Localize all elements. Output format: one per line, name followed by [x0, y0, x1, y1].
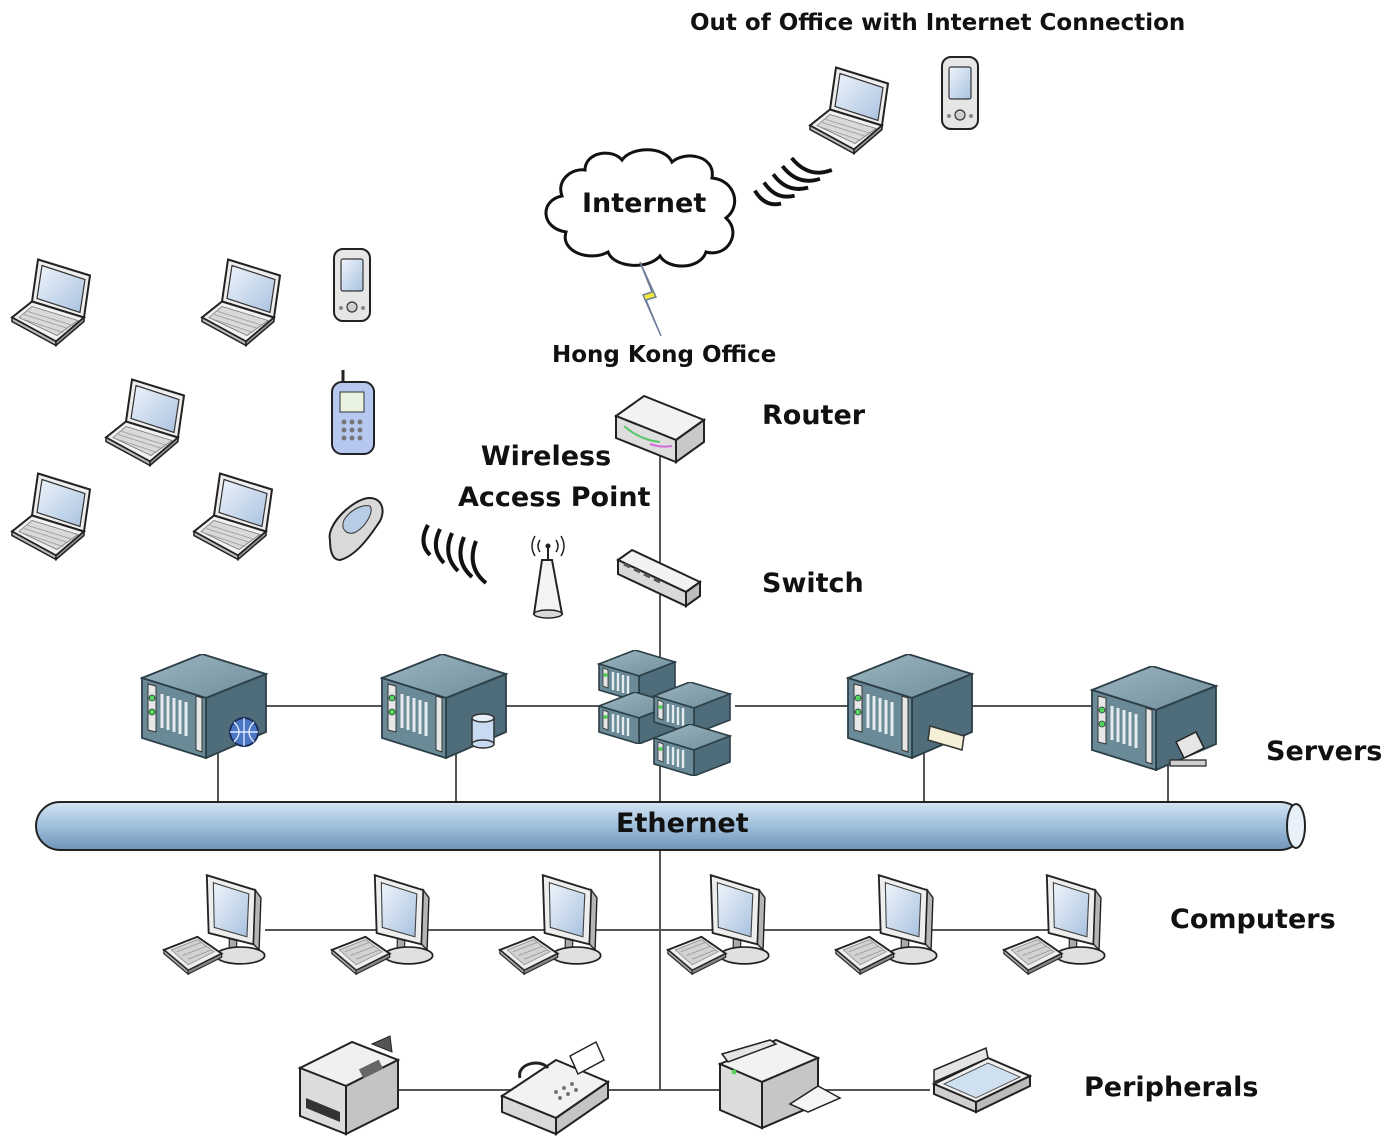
cell-phone-icon [331, 370, 375, 455]
wireless-laptop-icon [200, 258, 282, 347]
computer-icon [330, 874, 434, 976]
computer-icon [1002, 874, 1106, 976]
wireless-signal-waves-icon [421, 523, 488, 585]
wireless-laptop-icon [10, 258, 92, 347]
computer-icon [666, 874, 770, 976]
server-cluster-icon [597, 650, 732, 776]
computer-icon [834, 874, 938, 976]
router-label: Router [762, 400, 866, 431]
wireless-laptop-icon [10, 472, 92, 561]
mail-server-icon [846, 654, 974, 759]
remote-signal-waves-icon [750, 139, 834, 225]
router-icon [613, 394, 707, 464]
flip-phone-icon [328, 496, 384, 562]
wireless-label-line2: Access Point [458, 482, 651, 513]
wan-link-lightning-icon [639, 261, 662, 337]
computer-icon [162, 874, 266, 976]
internet-label: Internet [582, 188, 707, 219]
scanner-icon [931, 1046, 1033, 1114]
switch-icon [616, 548, 702, 608]
wireless-access-point-label: Wireless Access Point [458, 436, 651, 518]
remote-pda-icon [940, 55, 980, 131]
laser-printer-icon [297, 1035, 401, 1136]
computer-icon [498, 874, 602, 976]
wireless-laptop-icon [104, 378, 186, 467]
wireless-access-point-icon [531, 535, 565, 619]
servers-label: Servers [1266, 736, 1383, 767]
file-server-icon [1090, 666, 1218, 771]
pda-icon [332, 247, 372, 323]
internet-cloud-icon [544, 148, 737, 268]
ethernet-bus [35, 801, 1306, 851]
computers-label: Computers [1170, 904, 1336, 935]
remote-laptop-icon [808, 66, 890, 155]
wireless-laptop-icon [192, 472, 274, 561]
fax-machine-icon [499, 1040, 611, 1136]
switch-label: Switch [762, 568, 864, 599]
out-of-office-label: Out of Office with Internet Connection [690, 10, 1186, 36]
ethernet-label: Ethernet [616, 808, 749, 839]
web-server-icon [140, 654, 268, 759]
hong-kong-office-label: Hong Kong Office [552, 342, 777, 368]
wireless-label-line1: Wireless [480, 441, 612, 472]
copier-icon [717, 1038, 842, 1130]
peripherals-label: Peripherals [1084, 1072, 1259, 1103]
database-server-icon [380, 654, 508, 759]
